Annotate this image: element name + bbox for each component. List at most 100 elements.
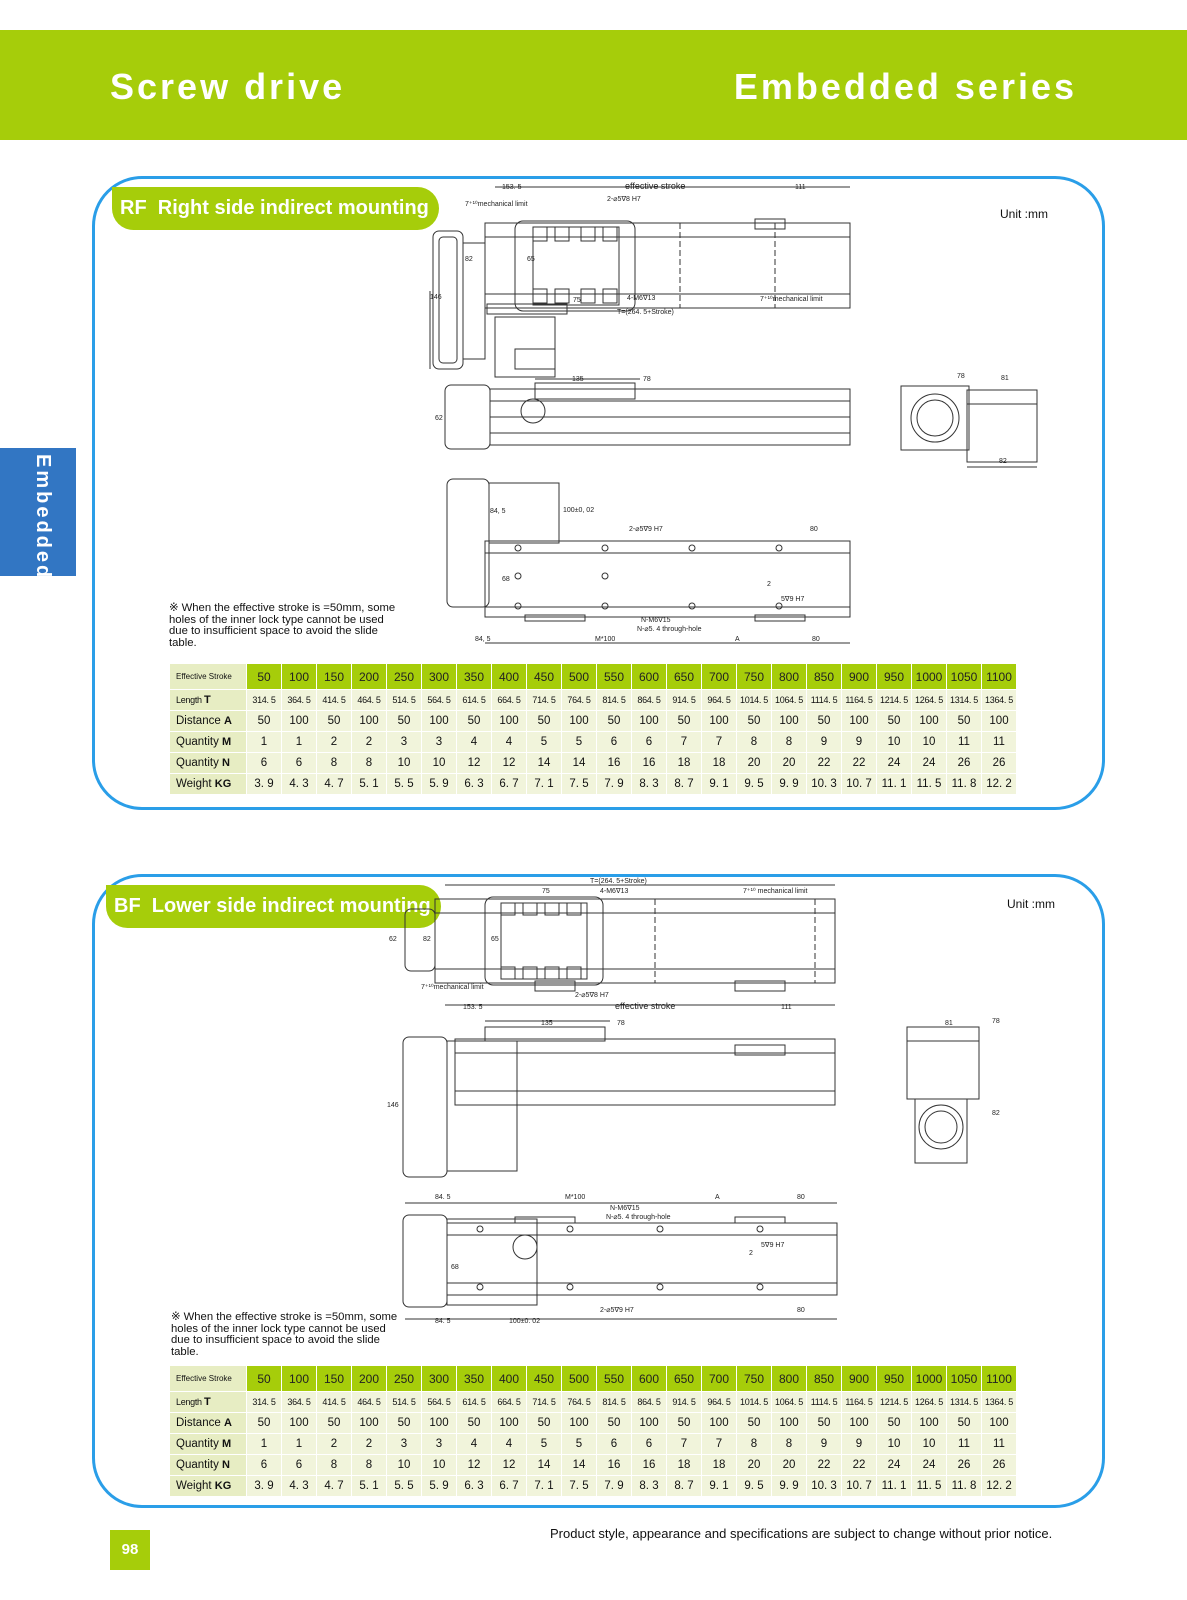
cell-length: 764. 5 bbox=[561, 1391, 597, 1413]
cell-stroke: 750 bbox=[736, 1365, 772, 1392]
dim-rf-eff: effective stroke bbox=[625, 181, 685, 191]
cell-weight: 5. 1 bbox=[351, 1475, 387, 1497]
cell-quantity-m: 4 bbox=[491, 731, 527, 753]
cell-stroke: 650 bbox=[666, 1365, 702, 1392]
note-bf: ※ When the effective stroke is =50mm, so… bbox=[171, 1311, 398, 1358]
cell-quantity-n: 22 bbox=[806, 752, 842, 774]
cell-length: 464. 5 bbox=[351, 1391, 387, 1413]
cell-stroke: 950 bbox=[876, 1365, 912, 1392]
cell-weight: 8. 7 bbox=[666, 1475, 702, 1497]
dim-bf-mech1: 7⁺¹⁰ mechanical limit bbox=[743, 887, 808, 895]
cell-quantity-m: 1 bbox=[246, 1433, 282, 1455]
dim-rf-m6: 4-M6∇13 bbox=[627, 294, 656, 302]
dim-bf-146: 146 bbox=[387, 1102, 399, 1109]
cell-quantity-n: 18 bbox=[701, 1454, 737, 1476]
cell-length: 964. 5 bbox=[701, 1391, 737, 1413]
unit-label-bf: Unit :mm bbox=[1007, 897, 1055, 911]
cell-quantity-n: 20 bbox=[771, 752, 807, 774]
cell-quantity-m: 9 bbox=[841, 1433, 877, 1455]
dim-bf-e81: 81 bbox=[945, 1020, 953, 1027]
dim-rf-a: A bbox=[735, 636, 740, 643]
cell-quantity-n: 26 bbox=[946, 1454, 982, 1476]
cell-distance: 50 bbox=[736, 710, 772, 732]
top-view-bf bbox=[404, 884, 836, 1006]
cell-distance: 100 bbox=[281, 1412, 317, 1434]
cell-length: 1014. 5 bbox=[736, 689, 772, 711]
section-name-bf: Lower side indirect mounting bbox=[151, 895, 431, 917]
cell-weight: 11. 8 bbox=[946, 1475, 982, 1497]
cell-length: 364. 5 bbox=[281, 1391, 317, 1413]
cell-length: 1164. 5 bbox=[841, 689, 877, 711]
cell-quantity-n: 18 bbox=[666, 1454, 702, 1476]
cell-weight: 9. 5 bbox=[736, 1475, 772, 1497]
technical-drawing-rf: 153. 5 effective stroke 111 7⁺¹⁰mechanic… bbox=[429, 181, 1038, 644]
cell-quantity-m: 11 bbox=[981, 731, 1017, 753]
cell-stroke: 800 bbox=[771, 663, 807, 690]
cell-quantity-m: 10 bbox=[911, 1433, 947, 1455]
cell-distance: 50 bbox=[596, 710, 632, 732]
dim-rf-82: 82 bbox=[465, 256, 473, 263]
cell-quantity-n: 6 bbox=[246, 752, 282, 774]
cell-quantity-n: 26 bbox=[946, 752, 982, 774]
cell-quantity-n: 6 bbox=[281, 1454, 317, 1476]
cell-stroke: 250 bbox=[386, 663, 422, 690]
cell-distance: 50 bbox=[596, 1412, 632, 1434]
dim-rf-111: 111 bbox=[795, 184, 806, 191]
cell-weight: 9. 9 bbox=[771, 773, 807, 795]
row-label: Effective Stroke bbox=[169, 663, 247, 690]
cell-quantity-m: 1 bbox=[281, 1433, 317, 1455]
cell-weight: 4. 7 bbox=[316, 773, 352, 795]
cell-quantity-n: 12 bbox=[456, 1454, 492, 1476]
cell-stroke: 150 bbox=[316, 1365, 352, 1392]
cell-length: 664. 5 bbox=[491, 689, 527, 711]
cell-weight: 5. 9 bbox=[421, 773, 457, 795]
dim-rf-68: 68 bbox=[502, 576, 510, 583]
row-label: Weight KG bbox=[169, 1475, 247, 1497]
cell-length: 1364. 5 bbox=[981, 689, 1017, 711]
cell-length: 764. 5 bbox=[561, 689, 597, 711]
dim-bf-82: 82 bbox=[423, 936, 431, 943]
cell-length: 514. 5 bbox=[386, 1391, 422, 1413]
cell-quantity-m: 2 bbox=[316, 1433, 352, 1455]
cell-weight: 11. 8 bbox=[946, 773, 982, 795]
cell-length: 1314. 5 bbox=[946, 1391, 982, 1413]
cell-weight: 4. 3 bbox=[281, 1475, 317, 1497]
cell-length: 314. 5 bbox=[246, 1391, 282, 1413]
dim-bf-100: 100±0. 02 bbox=[509, 1318, 540, 1325]
row-label: Length T bbox=[169, 1391, 247, 1413]
cell-quantity-m: 6 bbox=[631, 1433, 667, 1455]
cell-quantity-m: 11 bbox=[946, 731, 982, 753]
cell-quantity-m: 7 bbox=[666, 731, 702, 753]
cell-weight: 7. 9 bbox=[596, 773, 632, 795]
cell-weight: 6. 3 bbox=[456, 1475, 492, 1497]
dim-rf-80: 80 bbox=[810, 526, 818, 533]
row-label: Distance A bbox=[169, 1412, 247, 1434]
cell-quantity-n: 16 bbox=[631, 1454, 667, 1476]
cell-distance: 100 bbox=[701, 710, 737, 732]
cell-quantity-n: 20 bbox=[771, 1454, 807, 1476]
cell-stroke: 850 bbox=[806, 1365, 842, 1392]
cell-quantity-m: 4 bbox=[456, 1433, 492, 1455]
cell-quantity-n: 18 bbox=[701, 752, 737, 774]
cell-distance: 50 bbox=[946, 710, 982, 732]
side-view-bf bbox=[402, 1020, 836, 1178]
cell-quantity-n: 8 bbox=[351, 752, 387, 774]
header-title-left: Screw drive bbox=[110, 66, 346, 107]
cell-quantity-m: 7 bbox=[666, 1433, 702, 1455]
cell-distance: 100 bbox=[981, 710, 1017, 732]
cell-weight: 9. 5 bbox=[736, 773, 772, 795]
cell-weight: 7. 1 bbox=[526, 773, 562, 795]
cell-length: 1214. 5 bbox=[876, 1391, 912, 1413]
cell-quantity-m: 3 bbox=[386, 1433, 422, 1455]
cell-stroke: 600 bbox=[631, 663, 667, 690]
cell-length: 1114. 5 bbox=[806, 689, 842, 711]
top-view-rf bbox=[429, 186, 851, 378]
cell-quantity-m: 4 bbox=[456, 731, 492, 753]
cell-distance: 50 bbox=[316, 710, 352, 732]
cell-stroke: 1000 bbox=[911, 1365, 947, 1392]
dim-rf-100: 100±0, 02 bbox=[563, 507, 594, 514]
